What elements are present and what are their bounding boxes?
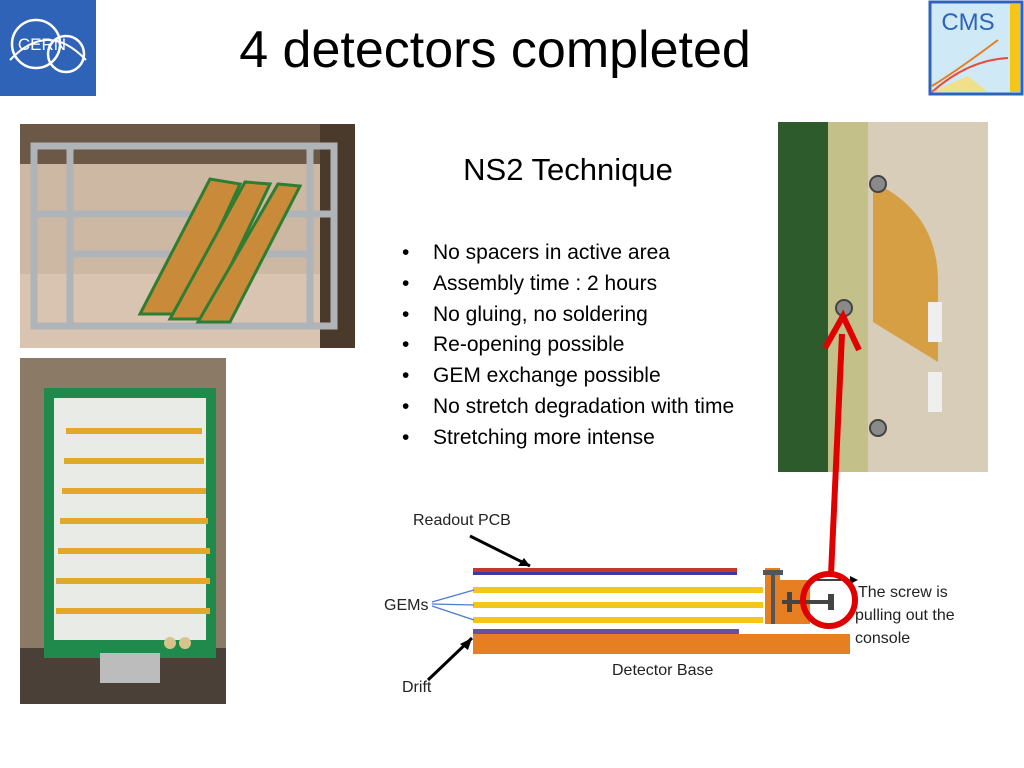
slide-title: 4 detectors completed [239, 21, 751, 79]
readout-pcb-layer [473, 568, 737, 575]
bullet-list: No spacers in active area Assembly time … [400, 238, 740, 454]
cern-logo-text: CERN [18, 35, 66, 54]
drift-layer [473, 629, 739, 634]
slide-subtitle: NS2 Technique [463, 152, 673, 187]
bullet-item: No spacers in active area [400, 238, 740, 269]
cms-logo: CMS [928, 0, 1024, 96]
detector-frame-photo [20, 124, 355, 348]
cern-logo-graphic: CERN [0, 0, 96, 96]
screw-closeup-photo [778, 122, 988, 472]
bullet-item: Re-opening possible [400, 330, 740, 361]
bullet-item: Assembly time : 2 hours [400, 269, 740, 300]
readout-pcb-label: Readout PCB [413, 512, 511, 529]
screw-note-line-3: console [855, 630, 910, 647]
gem-layer [473, 602, 763, 608]
gem-layer [473, 587, 763, 593]
screw-note-line-2: pulling out the [855, 607, 955, 624]
cms-logo-graphic: CMS [928, 0, 1024, 96]
cern-logo: CERN [0, 0, 96, 96]
drift-label: Drift [402, 679, 432, 696]
bullet-item: No stretch degradation with time [400, 392, 740, 423]
gems-label: GEMs [384, 597, 428, 614]
gem-chamber-photo [20, 358, 226, 704]
bullet-item: No gluing, no soldering [400, 300, 740, 331]
detector-base-label: Detector Base [612, 662, 713, 679]
bullet-item: GEM exchange possible [400, 361, 740, 392]
screw-note-line-1: The screw is [858, 584, 948, 601]
cms-logo-text: CMS [941, 9, 994, 36]
bullet-item: Stretching more intense [400, 423, 740, 454]
detector-base [473, 634, 850, 654]
gem-layer [473, 617, 763, 623]
detector-cross-section-diagram: Readout PCB GEMs Drift Detector Base The… [380, 500, 1024, 710]
